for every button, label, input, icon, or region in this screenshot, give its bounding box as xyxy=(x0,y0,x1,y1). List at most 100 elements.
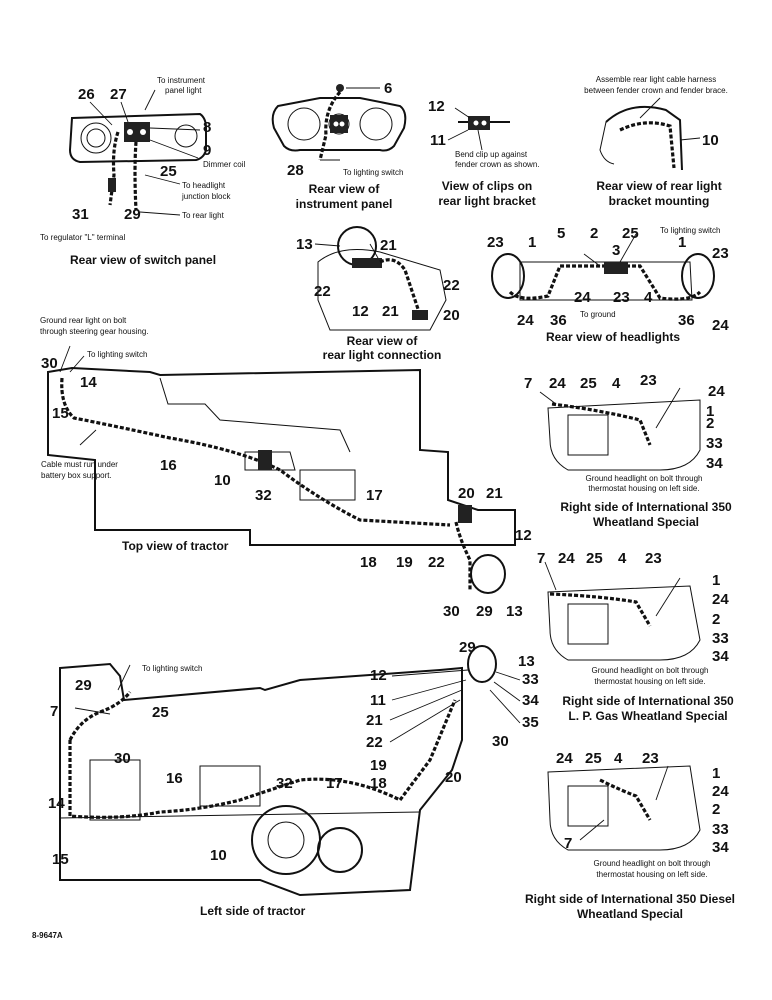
callout-25-w: 25 xyxy=(580,375,597,392)
callout-36b: 36 xyxy=(678,312,695,329)
callout-4-w: 4 xyxy=(612,375,621,392)
callout-29-l2: 29 xyxy=(459,639,476,656)
callout-1-lp: 1 xyxy=(712,572,720,589)
callout-32-top: 32 xyxy=(255,487,272,504)
note-to-ground: To ground xyxy=(580,310,616,319)
headlights-view: To lighting switch To ground 23 1 5 2 25… xyxy=(487,225,729,344)
callout-23b: 23 xyxy=(712,245,729,262)
callout-23-d: 23 xyxy=(642,750,659,767)
caption-rear-light-2: rear light connection xyxy=(323,348,442,362)
caption-rear-light-1: Rear view of xyxy=(347,334,419,348)
top-view xyxy=(47,345,516,594)
callout-22a: 22 xyxy=(314,283,331,300)
left-side-view xyxy=(59,645,497,897)
callout-12-l: 12 xyxy=(370,667,387,684)
callout-29: 29 xyxy=(124,206,141,223)
callout-10-top: 10 xyxy=(214,472,231,489)
note-ground-headlight-d2: thermostat housing on left side. xyxy=(596,870,707,879)
callout-21a: 21 xyxy=(380,237,397,254)
caption-left-side: Left side of tractor xyxy=(200,904,306,918)
callout-3: 3 xyxy=(612,242,620,259)
callout-5: 5 xyxy=(557,225,565,242)
callout-29-l: 29 xyxy=(75,677,92,694)
callout-23a: 23 xyxy=(487,234,504,251)
callout-17-l: 17 xyxy=(326,775,343,792)
callout-2-lp: 2 xyxy=(712,611,720,628)
callout-29-top: 29 xyxy=(476,603,493,620)
callout-16-l: 16 xyxy=(166,770,183,787)
callout-31: 31 xyxy=(72,206,89,223)
callout-14-l: 14 xyxy=(48,795,65,812)
caption-wheatland-1: Right side of International 350 xyxy=(560,500,732,514)
caption-switch-panel: Rear view of switch panel xyxy=(70,253,216,267)
callout-33-lp: 33 xyxy=(712,630,729,647)
callout-25: 25 xyxy=(160,163,177,180)
callout-20: 20 xyxy=(443,307,460,324)
callout-1-w: 1 xyxy=(706,403,714,420)
callout-22-l: 22 xyxy=(366,734,383,751)
note-panel-light: panel light xyxy=(165,86,202,95)
note-ground-rear-light: Ground rear light on bolt xyxy=(40,316,127,325)
right-side-lp-gas-view: 7 24 25 4 23 1 24 2 33 34 Ground headlig… xyxy=(537,550,734,723)
callout-22b: 22 xyxy=(443,277,460,294)
callout-24-lp: 24 xyxy=(558,550,575,567)
note-between-fender: between fender crown and fender brace. xyxy=(584,86,728,95)
caption-lp-gas-1: Right side of International 350 xyxy=(562,694,734,708)
switch-panel-callouts: 26 27 8 9 25 31 29 Rear view of switch p… xyxy=(70,86,216,267)
callout-33-l: 33 xyxy=(522,671,539,688)
callout-15-top: 15 xyxy=(52,405,69,422)
note-top-to-switch: To lighting switch xyxy=(87,350,147,359)
callout-23-lp: 23 xyxy=(645,550,662,567)
caption-clips-1: View of clips on xyxy=(442,179,532,193)
callout-11: 11 xyxy=(430,132,446,149)
callout-25-hl: 25 xyxy=(622,225,639,242)
callout-6: 6 xyxy=(384,80,392,97)
note-to-instrument: To instrument xyxy=(157,76,206,85)
top-view-notes: Ground rear light on bolt through steeri… xyxy=(40,316,149,480)
caption-wheatland-2: Wheatland Special xyxy=(593,515,699,529)
callout-34-lp: 34 xyxy=(712,648,729,665)
note-ground-headlight-lp1: Ground headlight on bolt through xyxy=(592,666,709,675)
caption-top-view: Top view of tractor xyxy=(122,539,229,553)
left-side-callouts: To lighting switch 29 25 7 30 14 15 16 3… xyxy=(48,639,539,918)
switch-panel-notes: To instrument panel light Dimmer coil To… xyxy=(40,76,245,242)
figure-id: 8-9647A xyxy=(32,931,63,940)
callout-22-top: 22 xyxy=(428,554,445,571)
callout-1b: 1 xyxy=(678,234,686,251)
callout-19-l: 19 xyxy=(370,757,387,774)
top-view-callouts: 30 14 15 16 10 32 17 20 21 12 18 19 22 3… xyxy=(41,355,532,620)
callout-18-top: 18 xyxy=(360,554,377,571)
note-battery-box: battery box support. xyxy=(41,471,112,480)
note-ground-headlight-lp2: thermostat housing on left side. xyxy=(594,677,705,686)
note-to-regulator: To regulator "L" terminal xyxy=(40,233,125,242)
callout-24b: 24 xyxy=(517,312,534,329)
callout-19-top: 19 xyxy=(396,554,413,571)
note-to-headlight: To headlight xyxy=(182,181,226,190)
callout-25-l: 25 xyxy=(152,704,169,721)
callout-2: 2 xyxy=(590,225,598,242)
callout-2-d: 2 xyxy=(712,801,720,818)
callout-24c: 24 xyxy=(712,317,729,334)
callout-7-lp: 7 xyxy=(537,550,545,567)
note-through-steering: through steering gear housing. xyxy=(40,327,149,336)
callout-33-w: 33 xyxy=(706,435,723,452)
note-left-to-switch: To lighting switch xyxy=(142,664,202,673)
caption-instrument-panel-2: instrument panel xyxy=(296,197,393,211)
instrument-panel-view: 6 28 To lighting switch Rear view of ins… xyxy=(271,80,407,211)
callout-21-top: 21 xyxy=(486,485,503,502)
note-headlights-to-switch: To lighting switch xyxy=(660,226,720,235)
callout-35-l: 35 xyxy=(522,714,539,731)
note-ground-headlight-d1: Ground headlight on bolt through xyxy=(594,859,711,868)
callout-10: 10 xyxy=(702,132,719,149)
callout-23c: 23 xyxy=(613,289,630,306)
right-side-diesel-view: 24 25 4 23 1 24 2 33 34 7 Ground headlig… xyxy=(525,750,735,921)
callout-12: 12 xyxy=(428,98,445,115)
callout-4: 4 xyxy=(644,289,653,306)
callout-7-d: 7 xyxy=(564,835,572,852)
callout-8: 8 xyxy=(203,119,211,136)
callout-32-l: 32 xyxy=(276,775,293,792)
note-to-lighting-switch: To lighting switch xyxy=(343,168,403,177)
caption-diesel-2: Wheatland Special xyxy=(577,907,683,921)
callout-1-d: 1 xyxy=(712,765,720,782)
